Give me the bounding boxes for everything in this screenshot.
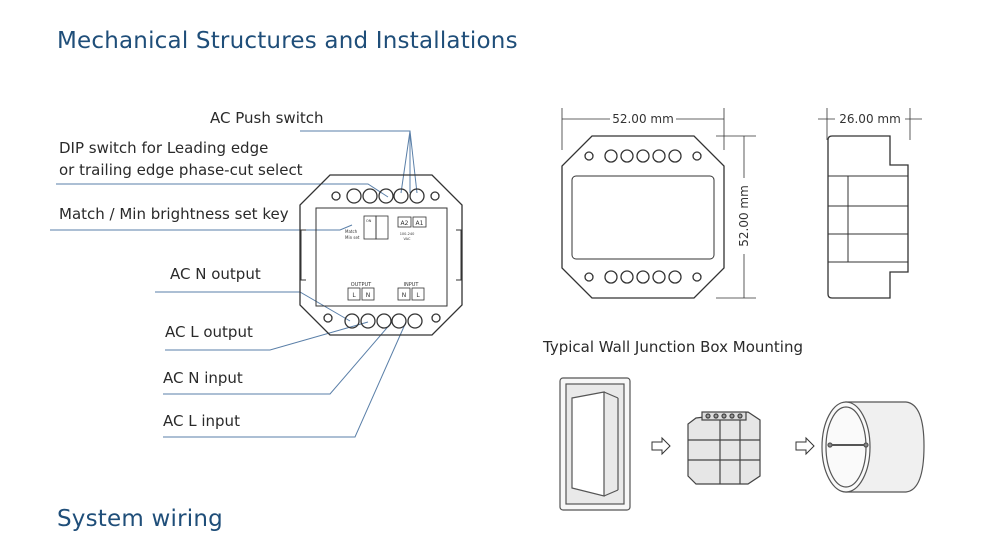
arrow-1: [651, 436, 671, 456]
label-out-l: L: [352, 292, 356, 299]
label-voltage: 100-240: [400, 232, 415, 236]
mounting-title: Typical Wall Junction Box Mounting: [543, 338, 803, 356]
dimmer-module-illustration: [687, 411, 761, 485]
callout-l-output: AC L output: [165, 323, 253, 341]
module-front-view: [299, 174, 463, 336]
dim-height-label: 52.00 mm: [737, 185, 751, 247]
label-out-n: N: [366, 292, 371, 299]
leader-push-switch-branch2: [409, 130, 418, 194]
screw-hole: [430, 191, 440, 201]
label-min-set: Min set: [345, 235, 360, 240]
arrow-2: [795, 436, 815, 456]
leader-dip-switch: [56, 183, 389, 198]
dimension-front-view: [561, 135, 725, 299]
dim-width-label: 52.00 mm: [612, 112, 674, 126]
module-outline: [299, 174, 463, 336]
module-face-labels: A2 A1 100-240 VAC Match Min set ON OUTPU…: [345, 219, 424, 299]
page-title: Mechanical Structures and Installations: [57, 28, 518, 54]
callout-dip-switch-line1: DIP switch for Leading edge: [59, 139, 269, 157]
dimension-lines: [561, 108, 922, 299]
leader-l-input: [163, 321, 407, 438]
screw-hole: [431, 313, 441, 323]
wall-switch-illustration: [559, 377, 631, 511]
dim-depth-label: 26.00 mm: [839, 112, 901, 126]
leader-n-input: [163, 321, 393, 395]
leader-l-output: [165, 321, 369, 351]
top-terminals: [331, 188, 440, 204]
label-in-n: N: [402, 292, 407, 299]
callout-dip-switch-line2: or trailing edge phase-cut select: [59, 161, 303, 179]
callout-n-output: AC N output: [170, 265, 261, 283]
label-vac: VAC: [404, 237, 412, 241]
label-on: ON: [366, 219, 372, 223]
label-a1: A1: [416, 220, 424, 227]
label-a2: A2: [401, 220, 409, 227]
label-match: Match: [345, 229, 358, 234]
module-side-view: [827, 135, 909, 299]
label-in-l: L: [416, 292, 420, 299]
screw-hole: [331, 191, 341, 201]
module-face: [315, 207, 448, 307]
callout-match-key: Match / Min brightness set key: [59, 205, 289, 223]
label-input: INPUT: [404, 282, 420, 288]
leader-match-key: [50, 224, 353, 231]
screw-hole: [323, 313, 333, 323]
section-system-wiring: System wiring: [57, 506, 223, 532]
bottom-terminals: [323, 313, 441, 329]
junction-box-illustration: [821, 401, 925, 493]
leader-push-switch-branch: [400, 130, 411, 194]
callout-n-input: AC N input: [163, 369, 243, 387]
callout-push-switch: AC Push switch: [210, 109, 324, 127]
label-output: OUTPUT: [351, 282, 372, 288]
callout-l-input: AC L input: [163, 412, 240, 430]
